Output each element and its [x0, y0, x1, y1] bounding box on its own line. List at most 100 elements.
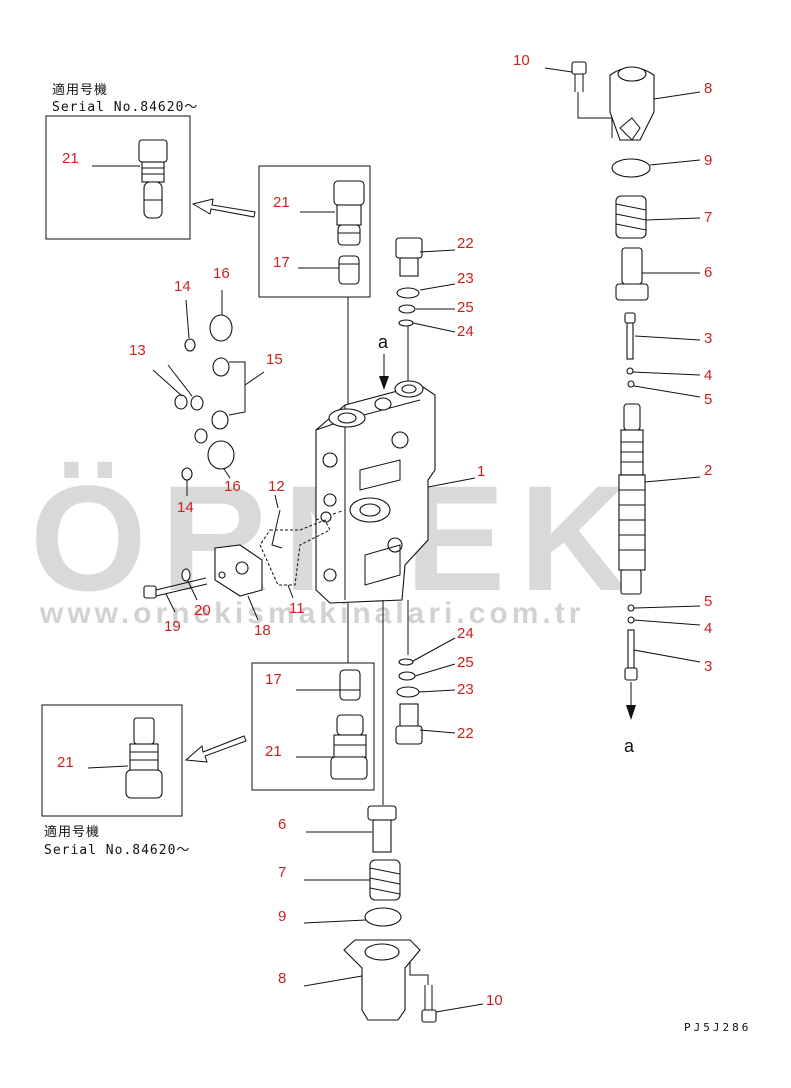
callout-21-top-box: 21: [273, 194, 290, 211]
callout-6-top: 6: [704, 264, 712, 281]
callout-17-top-box: 17: [273, 254, 290, 271]
valve-body-part-1: [315, 380, 436, 604]
bolt-part-10-bottom: [421, 985, 437, 1023]
right-stack-parts: 10 8 9 7 6 3 4: [513, 52, 712, 756]
callout-25-bottom: 25: [457, 654, 474, 671]
callout-21-inset-top: 21: [62, 150, 79, 167]
bottom-left-inset: 21 適用号機 Serial No.84620～: [41, 704, 190, 858]
rod-part-3-bottom: [624, 629, 638, 681]
cap-part-8-bottom: [343, 939, 421, 1021]
bottom-left-jp-note: 適用号機: [44, 824, 100, 840]
relief-valve-part-21-inset-top: [138, 139, 168, 219]
callout-9-top: 9: [704, 152, 712, 169]
oring-part-23-bottom: [396, 686, 420, 698]
callout-8-top: 8: [704, 80, 712, 97]
callout-7-bottom: 7: [278, 864, 286, 881]
oring-part-9-bottom: [364, 907, 402, 927]
callout-22-bottom: 22: [457, 725, 474, 742]
callout-25-top: 25: [457, 299, 474, 316]
callout-2: 2: [704, 462, 712, 479]
callout-10-top: 10: [513, 52, 530, 69]
callout-11: 11: [289, 600, 305, 617]
pin-part-12: [271, 509, 283, 549]
bolt-part-19: [143, 577, 208, 599]
spool-part-2: [618, 403, 646, 595]
bolt-part-10-top: [571, 61, 587, 92]
ring-part-25-top: [398, 304, 416, 314]
ring-part-24-bottom: [398, 658, 414, 666]
plug-part-22-top: [395, 237, 423, 277]
top-center-box: 21 17: [258, 165, 371, 298]
callout-24-bottom: 24: [457, 625, 474, 642]
callout-16-top: 16: [213, 265, 230, 282]
oring-part-15-a: [212, 357, 230, 377]
callout-23-bottom: 23: [457, 681, 474, 698]
callout-22-top: 22: [457, 235, 474, 252]
callout-24-top: 24: [457, 323, 474, 340]
oring-part-14-bottom: [181, 467, 193, 481]
top-left-serial-note: Serial No.84620～: [52, 100, 198, 115]
arrow-to-bottom-inset: [184, 735, 247, 763]
bottom-center-box-frame: [251, 662, 375, 791]
callout-21-inset-bottom: 21: [57, 754, 74, 771]
ring-part-4-bottom: [627, 616, 635, 624]
retainer-part-6-top: [615, 247, 649, 301]
retainer-part-6-bottom: [367, 805, 397, 853]
oring-part-23-top: [396, 287, 420, 299]
callout-17-bottom-box: 17: [265, 671, 282, 688]
cover-part-18: [214, 544, 263, 597]
callout-16-bottom: 16: [224, 478, 241, 495]
callout-8-bottom: 8: [278, 970, 286, 987]
oring-part-14-top: [184, 338, 196, 352]
callout-4-bottom: 4: [704, 620, 712, 637]
plug-part-22-bottom: [395, 703, 423, 745]
left-side-seals: 16 14 15 13 16 14: [129, 265, 283, 516]
ring-part-5-top: [627, 380, 635, 388]
gasket-part-11: [259, 519, 331, 586]
callout-12: 12: [268, 478, 285, 495]
side-cover-parts: 12 11 18 19 20: [143, 478, 331, 639]
relief-valve-part-21-top: [333, 180, 365, 246]
watermark-url: www.ornekismakinalari.com.tr: [39, 597, 584, 630]
ring-part-24-top: [398, 319, 414, 327]
view-marker-top: a: [378, 332, 389, 390]
drawing-code: PJ5J286: [684, 1021, 751, 1034]
callout-5-top: 5: [704, 391, 712, 408]
top-port-parts: 22 23 25 24: [395, 235, 474, 382]
callout-21-bottom-box: 21: [265, 743, 282, 760]
spring-part-7-bottom: [369, 859, 401, 901]
bottom-left-serial-note: Serial No.84620～: [44, 843, 190, 858]
callout-9-bottom: 9: [278, 908, 286, 925]
callout-19: 19: [164, 618, 181, 635]
plug-part-17-top: [338, 255, 360, 285]
callout-5-bottom: 5: [704, 593, 712, 610]
bottom-stack-parts: 6 7 9 8 10: [278, 600, 503, 1023]
callout-3-top: 3: [704, 330, 712, 347]
bottom-center-box: 17 21: [184, 603, 375, 791]
top-center-box-frame: [258, 165, 371, 298]
callout-10-bottom: 10: [486, 992, 503, 1009]
bottom-left-inset-frame: [41, 704, 183, 817]
relief-valve-part-21-bottom: [330, 714, 368, 780]
callout-7-top: 7: [704, 209, 712, 226]
oring-part-16-bottom: [207, 440, 235, 470]
ring-part-5-bottom: [627, 604, 635, 612]
callout-20: 20: [194, 602, 211, 619]
arrow-to-top-inset: [191, 198, 256, 218]
top-left-inset: 適用号機 Serial No.84620～ 21: [45, 82, 256, 240]
callout-18: 18: [254, 622, 271, 639]
bottom-port-parts: 24 25 23 22: [395, 600, 474, 745]
callout-13: 13: [129, 342, 146, 359]
ring-part-4-top: [626, 367, 634, 375]
callout-1: 1: [477, 463, 485, 480]
rod-part-3-top: [624, 312, 636, 360]
top-left-inset-frame: [45, 115, 191, 240]
callout-14-top: 14: [174, 278, 191, 295]
ring-part-25-bottom: [398, 671, 416, 681]
callout-15: 15: [266, 351, 283, 368]
washer-part-20: [181, 568, 191, 582]
top-left-jp-note: 適用号機: [52, 82, 108, 98]
plug-part-17-bottom: [339, 669, 361, 701]
callout-23-top: 23: [457, 270, 474, 287]
callout-3-bottom: 3: [704, 658, 712, 675]
